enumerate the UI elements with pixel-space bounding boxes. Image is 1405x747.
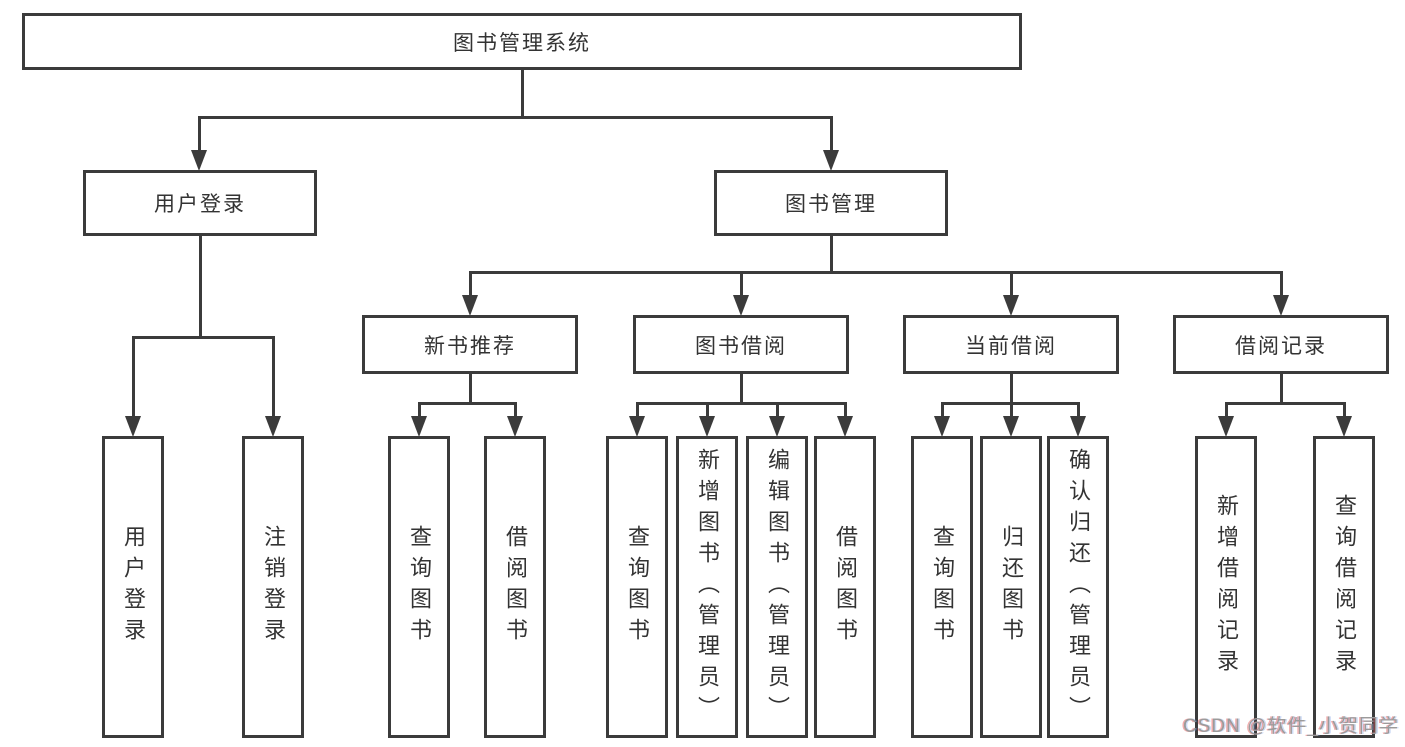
node-label: 新书推荐 [424, 334, 516, 358]
leaf-label: 查询图书 [407, 525, 432, 649]
arrowhead-down-icon [411, 416, 427, 437]
node-label: 图书管理 [785, 193, 877, 216]
leaf-borrowing-edit-books-admin: 编辑图书（管理员） [746, 436, 808, 738]
arrowhead-down-icon [1273, 295, 1289, 316]
arrowhead-down-icon [629, 416, 645, 437]
connector-vline [197, 117, 201, 151]
connector-hline [417, 401, 517, 405]
arrowhead-down-icon [934, 416, 950, 437]
node-label: 当前借阅 [965, 334, 1057, 358]
leaf-label: 借阅图书 [833, 525, 858, 649]
leaf-current-confirm-return-admin: 确认归还（管理员） [1047, 436, 1109, 738]
connector-vline [1009, 403, 1013, 417]
connector-vline [1279, 374, 1283, 405]
arrowhead-down-icon [699, 416, 715, 437]
connector-hline [131, 335, 275, 339]
arrowhead-down-icon [823, 150, 839, 171]
leaf-records-query-borrow-record: 查询借阅记录 [1313, 436, 1375, 738]
connector-vline [271, 337, 275, 417]
connector-vline [198, 236, 202, 338]
leaf-current-query-books: 查询图书 [911, 436, 973, 738]
leaf-borrowing-borrow-books: 借阅图书 [814, 436, 876, 738]
leaf-borrowing-query-books: 查询图书 [606, 436, 668, 738]
connector-vline [739, 374, 743, 405]
connector-vline [843, 403, 847, 417]
connector-hline [197, 115, 833, 119]
connector-hline [1224, 401, 1346, 405]
leaf-recommend-query-books: 查询图书 [388, 436, 450, 738]
node-label: 用户登录 [154, 193, 246, 216]
leaf-borrowing-add-books-admin: 新增图书（管理员） [676, 436, 738, 738]
connector-vline [940, 403, 944, 417]
leaf-label: 注销登录 [261, 525, 286, 649]
connector-vline [635, 403, 639, 417]
connector-vline [1279, 272, 1283, 296]
arrowhead-down-icon [769, 416, 785, 437]
leaf-label: 查询图书 [625, 525, 650, 649]
connector-vline [131, 337, 135, 417]
leaf-logout: 注销登录 [242, 436, 304, 738]
arrowhead-down-icon [462, 295, 478, 316]
arrowhead-down-icon [837, 416, 853, 437]
node-new-book-recommendation: 新书推荐 [362, 315, 578, 374]
leaf-label: 查询借阅记录 [1332, 494, 1357, 680]
leaf-label: 编辑图书（管理员） [765, 447, 790, 727]
leaf-recommend-borrow-books: 借阅图书 [484, 436, 546, 738]
arrowhead-down-icon [191, 150, 207, 171]
arrowhead-down-icon [1070, 416, 1086, 437]
connector-vline [829, 236, 833, 274]
connector-vline [468, 272, 472, 296]
arrowhead-down-icon [1003, 295, 1019, 316]
watermark: CSDN @软件_小贺同学 [1183, 716, 1399, 737]
leaf-label: 查询图书 [930, 525, 955, 649]
node-book-management: 图书管理 [714, 170, 948, 236]
node-book-management-system: 图书管理系统 [22, 13, 1022, 70]
connector-hline [635, 401, 847, 405]
arrowhead-down-icon [733, 295, 749, 316]
node-label: 图书管理系统 [453, 31, 591, 55]
arrowhead-down-icon [1003, 416, 1019, 437]
node-label: 借阅记录 [1235, 334, 1327, 358]
node-current-borrowing: 当前借阅 [903, 315, 1119, 374]
leaf-label: 确认归还（管理员） [1066, 447, 1091, 727]
leaf-label: 用户登录 [121, 525, 146, 649]
connector-vline [1009, 272, 1013, 296]
arrowhead-down-icon [1218, 416, 1234, 437]
connector-vline [829, 117, 833, 151]
arrowhead-down-icon [507, 416, 523, 437]
connector-vline [513, 403, 517, 417]
leaf-user-login: 用户登录 [102, 436, 164, 738]
connector-vline [417, 403, 421, 417]
connector-vline [468, 374, 472, 405]
connector-vline [705, 403, 709, 417]
connector-vline [520, 70, 524, 118]
leaf-label: 新增图书（管理员） [695, 447, 720, 727]
connector-vline [775, 403, 779, 417]
arrowhead-down-icon [265, 416, 281, 437]
leaf-current-return-books: 归还图书 [980, 436, 1042, 738]
node-user-login: 用户登录 [83, 170, 317, 236]
connector-hline [468, 270, 1283, 274]
leaf-label: 新增借阅记录 [1214, 494, 1239, 680]
connector-vline [1009, 374, 1013, 405]
leaf-label: 借阅图书 [503, 525, 528, 649]
connector-vline [739, 272, 743, 296]
connector-vline [1342, 403, 1346, 417]
node-label: 图书借阅 [695, 334, 787, 358]
connector-vline [1224, 403, 1228, 417]
arrowhead-down-icon [1336, 416, 1352, 437]
leaf-records-add-borrow-record: 新增借阅记录 [1195, 436, 1257, 738]
node-borrowing-records: 借阅记录 [1173, 315, 1389, 374]
node-book-borrowing: 图书借阅 [633, 315, 849, 374]
leaf-label: 归还图书 [999, 525, 1024, 649]
arrowhead-down-icon [125, 416, 141, 437]
connector-vline [1076, 403, 1080, 417]
